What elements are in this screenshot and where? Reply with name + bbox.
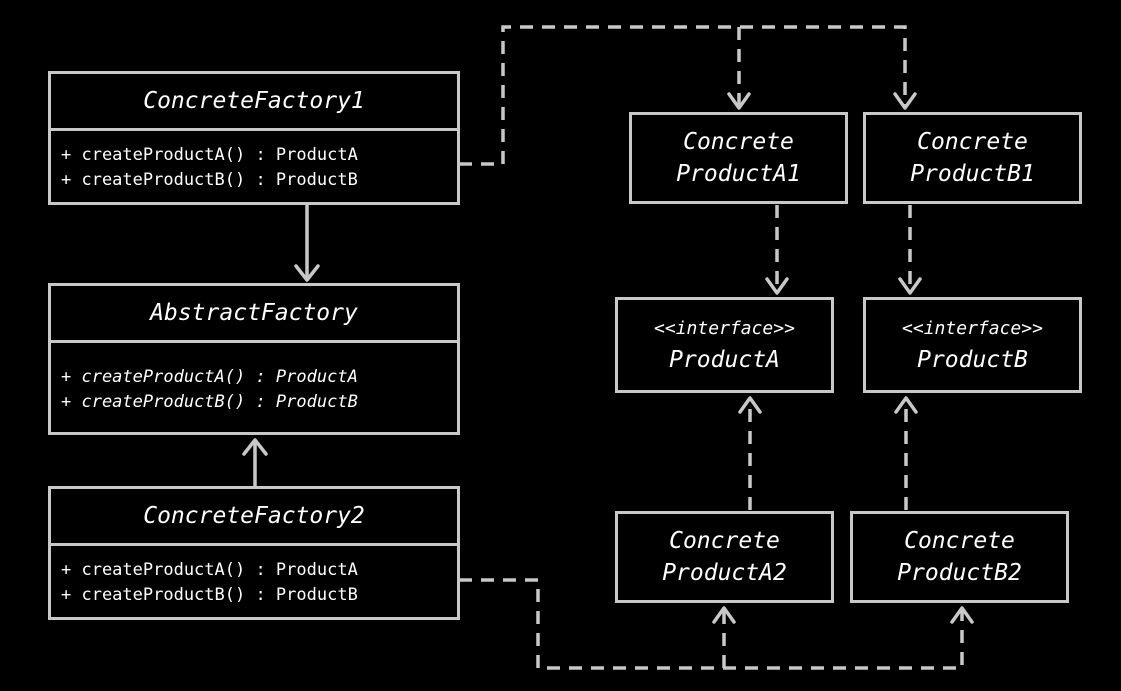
concrete-factory-1-class: ConcreteFactory1 + createProductA() : Pr… — [48, 71, 460, 205]
concrete-product-b2-line1: Concrete — [904, 528, 1015, 554]
concrete-product-b2-line2: ProductB2 — [897, 560, 1022, 586]
concrete-product-b1-class: Concrete ProductB1 — [863, 112, 1082, 204]
b2-realizes-arrowhead — [894, 396, 918, 414]
operation-create-product-b: + createProductB() : ProductB — [61, 392, 358, 412]
concrete-product-a2-class: Concrete ProductA2 — [615, 511, 834, 603]
concrete-product-b1-line1: Concrete — [917, 129, 1028, 155]
concrete-factory-1-operations: + createProductA() : ProductA + createPro… — [51, 131, 457, 193]
operation-create-product-b: + createProductB() : ProductB — [61, 170, 358, 190]
concrete-product-a2-line1: Concrete — [669, 528, 780, 554]
abstract-factory-operations: + createProductA() : ProductA + createPro… — [51, 343, 457, 415]
cf2-to-products-dependency — [459, 578, 964, 670]
product-b2-dependency-arrowhead — [950, 606, 974, 624]
concrete-product-a2-line2: ProductA2 — [662, 560, 787, 586]
concrete-factory-2-title: ConcreteFactory2 — [51, 489, 457, 546]
concrete-factory-2-operations: + createProductA() : ProductA + createPro… — [51, 546, 457, 608]
concrete-product-b1-line2: ProductB1 — [910, 161, 1035, 187]
b1-realizes-arrowhead — [898, 277, 922, 295]
a2-realizes-arrowhead — [738, 396, 762, 414]
operation-create-product-a: + createProductA() : ProductA — [61, 145, 358, 165]
operation-create-product-a: + createProductA() : ProductA — [61, 560, 358, 580]
abstract-factory-class: AbstractFactory + createProductA() : Pro… — [48, 283, 460, 435]
a1-realizes-arrowhead — [765, 277, 789, 295]
operation-create-product-a: + createProductA() : ProductA — [61, 367, 358, 387]
product-a-stereotype: <<interface>> — [654, 318, 795, 339]
concrete-product-a1-line2: ProductA1 — [676, 161, 801, 187]
product-b-stereotype: <<interface>> — [902, 318, 1043, 339]
concrete-product-a1-line1: Concrete — [683, 129, 794, 155]
product-b-interface: <<interface>> ProductB — [863, 297, 1082, 393]
concrete-product-b2-class: Concrete ProductB2 — [850, 511, 1069, 603]
concrete-product-a1-class: Concrete ProductA1 — [629, 112, 848, 204]
cf1-to-abstract-arrowhead — [294, 264, 320, 282]
product-a1-dependency-arrowhead — [727, 92, 751, 110]
concrete-factory-1-title: ConcreteFactory1 — [51, 74, 457, 131]
cf2-to-abstract-arrowhead — [242, 438, 268, 456]
abstract-factory-title: AbstractFactory — [51, 286, 457, 343]
product-b1-dependency-arrowhead — [893, 92, 917, 110]
product-a-interface: <<interface>> ProductA — [615, 297, 834, 393]
product-a2-dependency-arrowhead — [712, 606, 736, 624]
operation-create-product-b: + createProductB() : ProductB — [61, 585, 358, 605]
cf1-to-products-dependency — [459, 25, 907, 166]
product-b-name: ProductB — [917, 347, 1028, 373]
concrete-factory-2-class: ConcreteFactory2 + createProductA() : Pr… — [48, 486, 460, 620]
product-a-name: ProductA — [669, 347, 780, 373]
